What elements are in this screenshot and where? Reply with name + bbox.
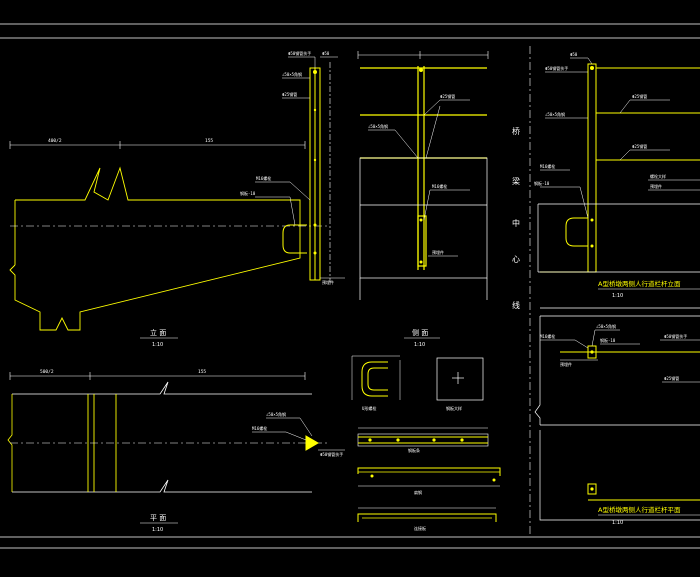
railA-plan-callout-post: ∠50×5角钢 xyxy=(596,323,616,329)
front-elevation-view: 400/2 155 Φ50钢 xyxy=(9,50,345,348)
strip-1-label: 钢板条 xyxy=(408,447,420,453)
railing-elevation-a-view: 桥 梁 中 心 线 xyxy=(512,46,700,534)
strip-2-detail: 扁钢 xyxy=(357,467,501,495)
front-railing-post xyxy=(282,67,321,281)
railA-callout-post: ∠50×5角钢 xyxy=(545,111,565,117)
dim-plan-right: 155 xyxy=(198,369,206,375)
plan-view-scale: 1:10 xyxy=(152,527,163,533)
side-label-bottom: 线 xyxy=(512,300,520,310)
side-label-top: 桥 xyxy=(512,126,520,136)
railA-plan-callout-plate: 钢板-10 xyxy=(600,337,616,343)
front-deck-outline xyxy=(9,166,301,331)
railing-elevation-a-scale: 1:10 xyxy=(612,293,623,299)
strip-1-detail: 钢板条 xyxy=(357,427,489,453)
railA-callout-mid-rail: Φ25钢管 xyxy=(632,93,647,99)
railA-callout-rail-top: Φ50 xyxy=(570,52,578,57)
side-label-mid3: 心 xyxy=(512,255,520,264)
drawing-frame xyxy=(0,23,700,549)
side-callout-anchor: M16螺栓 xyxy=(432,183,447,189)
railA-plan-callout-rail: Φ50钢管扶手 xyxy=(664,333,687,339)
strip-3-detail: 连接板 xyxy=(357,507,497,531)
side-elevation-title: 侧 面 xyxy=(412,328,428,337)
detail-views: U形螺栓 钢板大样 钢板条 扁钢 xyxy=(351,355,501,531)
railA-callout-mid-rail-2: Φ25钢管 xyxy=(632,143,647,149)
side-elevation-scale: 1:10 xyxy=(414,342,425,348)
u-bolt-label: U形螺栓 xyxy=(362,405,376,411)
strip-2-label: 扁钢 xyxy=(414,489,422,495)
callout-anchor-plate: 钢板-10 xyxy=(240,190,256,196)
railA-plan-callout-base: 预埋件 xyxy=(560,361,572,367)
plan-view: 500/2 155 ∠50×5角钢 M16螺栓 Φ50钢管扶手 平 面 1:10 xyxy=(7,369,345,533)
railA-callout-base: 预埋件 xyxy=(650,183,662,189)
dim-plan-left: 500/2 xyxy=(40,369,54,375)
railing-elevation-a-title: A型桥墩两侧人行道栏杆立面 xyxy=(598,279,681,288)
side-callout-mid-rail: Φ25钢管 xyxy=(440,93,455,99)
railA-callout-rail-pipe: Φ50钢管扶手 xyxy=(545,65,568,71)
railing-plan-a-scale: 1:10 xyxy=(612,520,623,526)
callout-mid-rail: Φ25钢管 xyxy=(282,91,297,97)
front-elevation-scale: 1:10 xyxy=(152,342,163,348)
railA-callout-bolt: 螺栓大样 xyxy=(650,173,666,179)
plan-callout-anchor: M16螺栓 xyxy=(252,425,267,431)
callout-rail-pipe: Φ50钢管扶手 xyxy=(288,50,311,56)
side-label-mid2: 中 xyxy=(512,218,520,228)
dim-front-left: 400/2 xyxy=(48,138,62,144)
callout-base: 预埋件 xyxy=(322,279,334,285)
side-label-mid1: 梁 xyxy=(512,177,520,186)
front-elevation-title: 立 面 xyxy=(150,328,166,337)
side-callout-post: ∠50×5角钢 xyxy=(368,123,388,129)
dim-front-right: 155 xyxy=(205,138,213,144)
side-elevation-view: Φ25钢管 ∠50×5角钢 M16螺栓 预埋件 侧 面 1:10 xyxy=(357,51,489,348)
railA-plan-callout-mid: Φ25钢管 xyxy=(664,375,679,381)
railA-plan-callout-anchor: M16螺栓 xyxy=(540,333,555,339)
callout-anchor: M16螺栓 xyxy=(256,175,271,181)
railA-callout-anchor-plate: 钢板-10 xyxy=(534,180,550,186)
side-callout-base: 预埋件 xyxy=(432,249,444,255)
strip-3-label: 连接板 xyxy=(414,525,426,531)
railing-plan-a-view: ∠50×5角钢 M16螺栓 钢板-10 预埋件 Φ50钢管扶手 Φ25钢管 A型… xyxy=(534,307,700,526)
plan-callout-post: ∠50×5角钢 xyxy=(266,411,286,417)
railA-callout-anchor: M16螺栓 xyxy=(540,163,555,169)
plate-label: 钢板大样 xyxy=(446,405,462,411)
railing-plan-a-title: A型桥墩两侧人行道栏杆平面 xyxy=(598,505,681,514)
callout-rail-top: Φ50 xyxy=(322,51,330,56)
u-bolt-detail xyxy=(361,361,388,397)
front-bolts xyxy=(313,70,317,255)
plan-view-title: 平 面 xyxy=(150,514,166,522)
callout-post: ∠50×5角钢 xyxy=(282,71,302,77)
plan-callout-rail: Φ50钢管扶手 xyxy=(320,451,343,457)
plate-detail xyxy=(436,357,484,401)
